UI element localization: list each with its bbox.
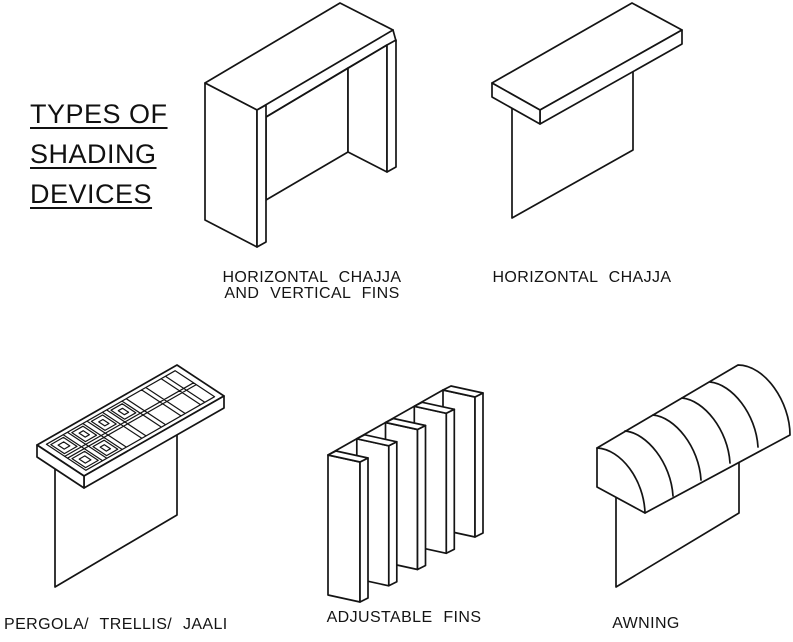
label-line: HORIZONTAL CHAJJA (492, 269, 672, 286)
fin-side (416, 424, 427, 571)
slab-corner-edge (392, 29, 397, 42)
fin-side (474, 392, 484, 538)
fin-side (387, 440, 398, 587)
label-horizontal-chajja: HORIZONTAL CHAJJA (482, 270, 682, 286)
fin-top (327, 450, 369, 463)
title-line-2: SHADING (30, 139, 157, 169)
label-awning: AWNING (570, 616, 722, 632)
fin-side (359, 457, 369, 603)
drawing-horizontal-chajja-and-vertical-fins (204, 2, 397, 248)
slab-underside-edge (265, 44, 388, 118)
label-line: ADJUSTABLE FINS (326, 609, 482, 626)
page-title: TYPES OF SHADING DEVICES (30, 94, 168, 214)
fin-top (442, 385, 484, 398)
fin-top (384, 417, 427, 431)
label-line: PERGOLA/ TRELLIS/ JAALI (4, 616, 228, 633)
label-line: AWNING (612, 615, 680, 632)
fin-face (327, 454, 361, 603)
label-pergola-trellis-jaali: PERGOLA/ TRELLIS/ JAALI (4, 617, 244, 633)
drawing-awning (596, 364, 791, 588)
chajja-end-face (491, 82, 541, 125)
trellis-grid-lines (45, 370, 216, 471)
fin-top (355, 433, 398, 447)
vertical-fins (327, 385, 484, 603)
fin-side (445, 408, 456, 555)
label-horizontal-chajja-and-vertical-fins: HORIZONTAL CHAJJA AND VERTICAL FINS (212, 270, 412, 302)
label-line: AND VERTICAL FINS (224, 285, 400, 302)
left-fin-face (204, 82, 258, 248)
drawing-horizontal-chajja (491, 2, 683, 219)
fin-top (413, 401, 456, 415)
slab-end-face (36, 444, 85, 489)
label-adjustable-fins: ADJUSTABLE FINS (304, 610, 504, 626)
awning-end-arc (596, 447, 646, 514)
label-line: HORIZONTAL CHAJJA (222, 269, 402, 286)
awning-stripe (652, 414, 702, 481)
title-line-3: DEVICES (30, 179, 153, 209)
right-fin-side (386, 39, 397, 173)
drawing-pergola-trellis-jaali (36, 364, 225, 588)
title-line-1: TYPES OF (30, 99, 168, 129)
left-fin-side (256, 104, 267, 248)
awning-stripe (681, 397, 731, 464)
awning-stripe (624, 430, 674, 497)
awning-stripe (709, 381, 759, 448)
drawing-adjustable-fins (327, 385, 484, 603)
